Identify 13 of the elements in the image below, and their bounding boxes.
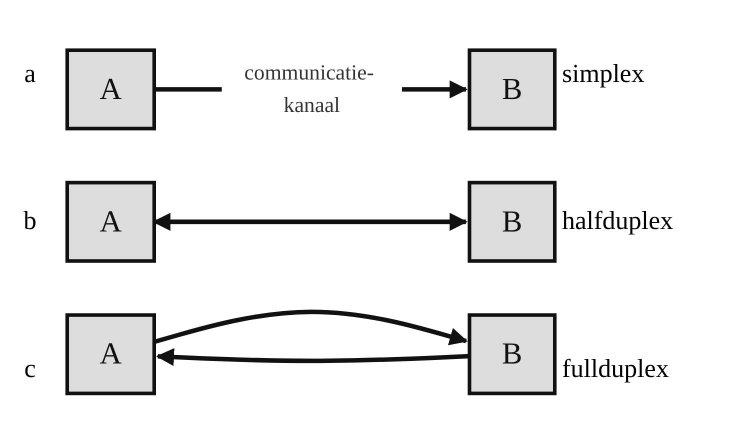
row-letter: c [24,354,36,384]
node-box: A [65,48,156,130]
node-box: B [468,48,557,130]
row-letter: a [24,58,36,89]
node-box: B [468,180,557,262]
mode-label: halfduplex [562,206,674,236]
edge-label: communicatie- kanaal [244,61,374,118]
node-box: B [468,312,557,395]
row-letter: b [24,206,36,236]
mode-label: fullduplex [562,354,669,384]
node-box: A [65,180,156,262]
node-box: A [65,312,156,395]
mode-label: simplex [562,58,644,89]
